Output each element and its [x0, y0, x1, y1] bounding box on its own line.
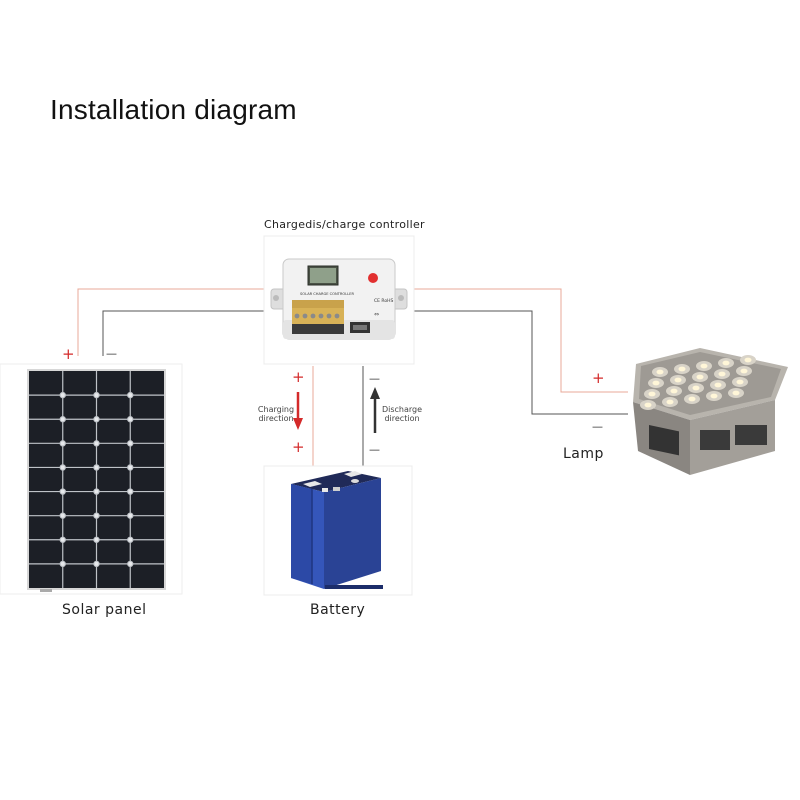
lamp-negative-wire: [414, 310, 628, 415]
lamp-led-chip: [652, 380, 660, 386]
solar-panel-image: [0, 363, 183, 595]
controller-label: Chargedis/charge controller: [264, 218, 425, 231]
lamp-led-chip: [696, 374, 704, 380]
lamp-led-chip: [666, 399, 674, 405]
charge-top-positive-sign: +: [292, 368, 305, 386]
panel-cell-joint: [59, 416, 66, 423]
lamp-led-chip: [740, 368, 748, 374]
panel-cell-joint: [127, 416, 134, 423]
discharge-bottom-negative-sign: —: [369, 443, 380, 456]
panel-cell-joint: [93, 536, 100, 543]
charging-direction-label: Charging direction: [257, 405, 295, 423]
panel-cell-joint: [59, 560, 66, 568]
panel-cell-joint: [127, 560, 134, 568]
panel-cell-joint: [93, 440, 100, 447]
panel-cell-joint: [59, 488, 66, 495]
lamp-led-chip: [656, 369, 664, 375]
solar-cell-grid: [29, 371, 164, 588]
lamp-led-chip: [688, 396, 696, 402]
panel-positive-sign: +: [62, 345, 75, 363]
lamp-label: Lamp: [563, 446, 604, 462]
discharge-direction-label: Discharge direction: [381, 405, 423, 423]
panel-cell-joint: [93, 560, 100, 568]
svg-text:⇔: ⇔: [374, 311, 379, 318]
lamp-led-chip: [670, 388, 678, 394]
lamp-led-chip: [644, 402, 652, 408]
panel-positive-wire: [77, 288, 266, 356]
panel-cell-joint: [59, 440, 66, 447]
lamp-led-chip: [736, 379, 744, 385]
lamp-image: [633, 348, 788, 475]
lamp-led-chip: [678, 366, 686, 372]
charge-bottom-positive-sign: +: [292, 438, 305, 456]
panel-cell-joint: [59, 391, 66, 399]
panel-cell-joint: [127, 464, 134, 471]
battery-image: [263, 465, 413, 596]
panel-cell-joint: [93, 488, 100, 495]
lamp-positive-sign: +: [592, 369, 605, 387]
page-title: Installation diagram: [50, 94, 297, 125]
panel-cell-joint: [127, 440, 134, 447]
battery-label: Battery: [310, 602, 366, 618]
panel-cell-joint: [127, 512, 134, 519]
panel-cell-joint: [93, 391, 100, 399]
lamp-led-chip: [722, 360, 730, 366]
panel-cell-joint: [93, 416, 100, 423]
lamp-led-chip: [710, 393, 718, 399]
lamp-led-chip: [648, 391, 656, 397]
panel-cell-joint: [59, 512, 66, 519]
lamp-positive-wire: [414, 288, 628, 393]
lamp-led-chip: [744, 357, 752, 363]
solar-panel-label: Solar panel: [62, 602, 147, 618]
panel-cell-joint: [93, 512, 100, 519]
panel-negative-wire: [102, 310, 266, 356]
lamp-led-array: [640, 355, 756, 410]
discharge-arrow: [370, 387, 380, 433]
panel-cell-joint: [93, 464, 100, 471]
controller-face-text: SOLAR CHARGE CONTROLLER: [300, 292, 354, 296]
discharge-top-negative-sign: —: [369, 372, 380, 385]
lamp-led-chip: [674, 377, 682, 383]
panel-cell-joint: [127, 536, 134, 543]
lamp-led-chip: [700, 363, 708, 369]
controller-mark: CE RoHS: [374, 298, 393, 304]
charging-arrow: [293, 392, 303, 430]
panel-negative-sign: —: [106, 347, 117, 360]
lamp-led-chip: [714, 382, 722, 388]
lamp-negative-sign: —: [592, 420, 603, 433]
lamp-led-chip: [718, 371, 726, 377]
panel-cell-joint: [127, 488, 134, 495]
lamp-led-chip: [692, 385, 700, 391]
panel-cell-joint: [127, 391, 134, 399]
charge-controller-image: SOLAR CHARGE CONTROLLER CE RoHS ⇔: [263, 235, 415, 365]
wires: [77, 288, 628, 467]
panel-cell-joint: [59, 464, 66, 471]
lamp-led-chip: [732, 390, 740, 396]
panel-cell-joint: [59, 536, 66, 543]
